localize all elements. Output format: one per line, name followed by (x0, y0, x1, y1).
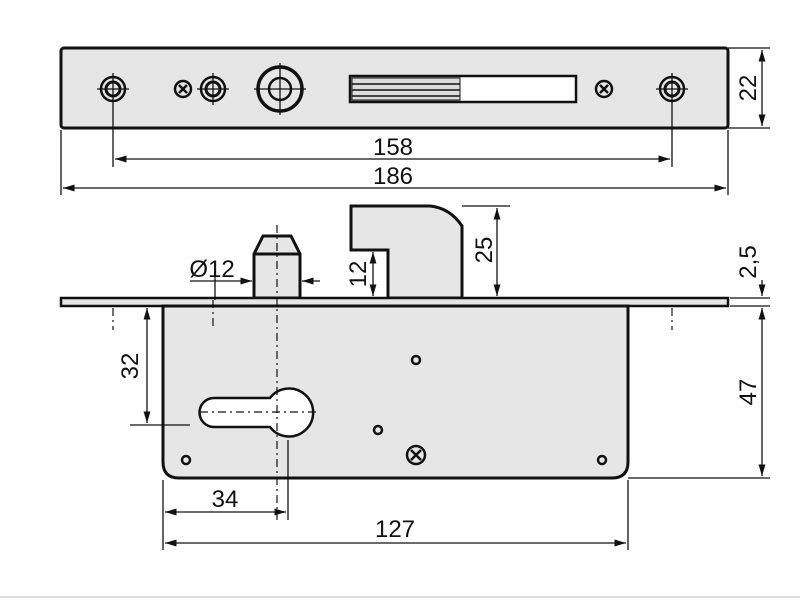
dim-diameter-12: Ø12 (189, 256, 234, 283)
dim-12: 12 (345, 261, 372, 288)
deadbolt-hook (349, 204, 464, 300)
dim-25: 25 (471, 237, 498, 264)
dim-2-5: 2,5 (735, 245, 762, 278)
lock-side-view (59, 204, 730, 520)
lock-body (161, 304, 630, 480)
dim-32: 32 (117, 353, 144, 380)
dim-34: 34 (212, 486, 239, 513)
dim-47: 47 (735, 379, 762, 406)
dim-186: 186 (373, 163, 413, 190)
faceplate-top-view (59, 46, 730, 130)
dim-158: 158 (373, 134, 413, 161)
dim-22: 22 (735, 75, 762, 102)
dim-127: 127 (375, 516, 415, 543)
